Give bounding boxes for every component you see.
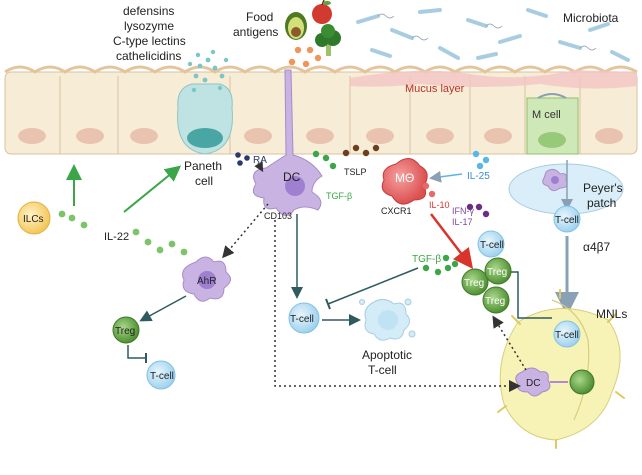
il25-label: IL-25	[467, 171, 490, 182]
tcell-mnl	[553, 320, 581, 348]
apoptotic-label-1: Apoptotic	[362, 348, 412, 362]
paneth-cell	[177, 49, 233, 155]
treg-label-1: Treg	[464, 278, 484, 289]
tcell-left-label: T-cell	[150, 371, 174, 382]
tgfb-label-1: TGF-β	[326, 191, 352, 201]
tgfb-dots-lp	[422, 254, 459, 276]
nucleus	[426, 128, 454, 144]
tgfb-dots-epi	[312, 150, 337, 170]
microbiota-label: Microbiota	[563, 11, 619, 25]
apoptotic-label-2: T-cell	[368, 363, 397, 377]
ahr-label: AhR	[197, 276, 216, 287]
treg-label-2: Treg	[487, 267, 507, 278]
ra-label: RA	[253, 155, 267, 166]
mnl-cell	[497, 289, 625, 449]
cd103-label: CD103	[264, 211, 292, 221]
tcell-left	[146, 360, 176, 390]
broccoli-icon	[315, 24, 341, 56]
tcell-peyers	[553, 205, 581, 233]
mucus-label: Mucus layer	[405, 83, 465, 95]
mucus-layer	[350, 70, 637, 89]
il10-arrow	[430, 213, 474, 269]
bacteria	[356, 8, 630, 62]
il17-label: IL-17	[452, 217, 473, 227]
tcell-right	[477, 230, 505, 258]
treg-label-3: Treg	[485, 296, 505, 307]
ilcs-cell	[17, 201, 51, 235]
nucleus	[366, 128, 394, 144]
dc-label: DC	[283, 170, 301, 184]
treg-left	[112, 316, 140, 344]
inhibition-bar	[325, 298, 331, 310]
nucleus	[595, 128, 623, 144]
avocado-icon	[285, 12, 307, 40]
food-antigen-dots	[288, 46, 322, 68]
apple-icon	[312, 0, 332, 24]
food-label-2: antigens	[233, 25, 278, 39]
peyers-label-2: patch	[587, 196, 616, 210]
paneth-label-2: cell	[195, 174, 213, 188]
ilcs-label: ILCs	[23, 214, 44, 225]
mnls-label: MNLs	[596, 307, 627, 321]
nucleus	[18, 128, 46, 144]
ra-arrow	[254, 161, 264, 173]
tcell-lp	[288, 302, 320, 334]
dc-mnl-label: DC	[526, 378, 540, 389]
il22-dots	[58, 210, 188, 256]
epithelium	[4, 65, 638, 155]
il10-label: IL-10	[429, 200, 450, 210]
tcell-right-label: T-cell	[480, 240, 504, 251]
ahr-cell	[182, 256, 231, 302]
nucleus	[130, 128, 158, 144]
treg-inhibit-line	[127, 345, 146, 359]
ra-dots	[235, 152, 250, 166]
treg-cluster	[461, 257, 512, 314]
ahr-to-treg-arrow	[139, 295, 187, 322]
treg-left-label: Treg	[115, 326, 135, 337]
nucleus	[306, 128, 334, 144]
lysozyme-label: lysozyme	[124, 19, 174, 33]
cathelicidins-label: cathelicidins	[116, 49, 181, 63]
tslp-label: TSLP	[344, 167, 367, 177]
m-cell-label: M cell	[532, 109, 561, 121]
treg-mnl	[569, 369, 595, 395]
il25-arrow	[429, 170, 463, 183]
food-label-1: Food	[246, 10, 273, 24]
dc-to-ahr-arrow	[222, 203, 269, 259]
peyers-label-1: Peyer's	[583, 181, 623, 195]
il22-label: IL-22	[104, 231, 129, 243]
ifng-il17-dots	[466, 203, 490, 218]
tslp-dots	[342, 144, 380, 157]
nuclei	[18, 128, 623, 144]
il22-paneth-arrow	[123, 165, 182, 213]
a4b7-label: α4β7	[583, 240, 611, 254]
macrophage-label: MΘ	[395, 171, 414, 185]
tcell-lp-label: T-cell	[290, 314, 314, 325]
tgfb-label-2: TGF-β	[412, 254, 441, 265]
tcell-mnl-label: T-cell	[555, 330, 579, 341]
inhibition-line	[327, 267, 419, 305]
dc-to-treg-arrow	[492, 315, 527, 371]
paneth-label-1: Paneth	[184, 159, 222, 173]
dendritic-cell-main	[252, 69, 323, 216]
nucleus	[76, 128, 104, 144]
nucleus	[244, 128, 272, 144]
dc-migration-arrow	[274, 220, 521, 392]
il10-dots	[422, 182, 436, 198]
nucleus	[484, 128, 512, 144]
flagella	[377, 13, 597, 51]
defensins-label: defensins	[123, 4, 174, 18]
il25-dots	[472, 150, 490, 170]
cxcr1-label: CXCR1	[381, 206, 412, 216]
tcell-peyers-label: T-cell	[555, 215, 579, 226]
m-cell	[526, 93, 579, 155]
apoptotic-tcell	[359, 298, 416, 341]
ctype-lectins-label: C-type lectins	[113, 34, 186, 48]
ifng-label: IFN-γ	[452, 206, 474, 216]
macrophage	[381, 158, 428, 205]
peyers-dc	[542, 168, 568, 192]
